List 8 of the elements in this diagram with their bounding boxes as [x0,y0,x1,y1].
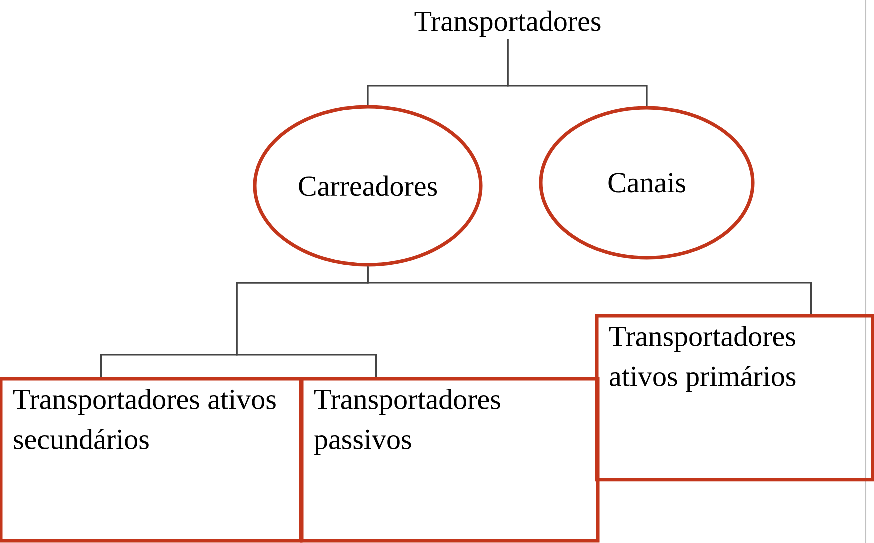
category-box: Transportadores ativos primários [595,314,874,482]
category-box: Transportadores ativos secundários [0,377,303,543]
ellipse-node: Carreadores [253,105,483,267]
connector-line [367,266,812,314]
connector-line [507,39,648,106]
ellipse-node: Canais [539,106,755,260]
heading-text: Transportadores [414,10,601,38]
category-box: Transportadores passivos [300,377,600,543]
